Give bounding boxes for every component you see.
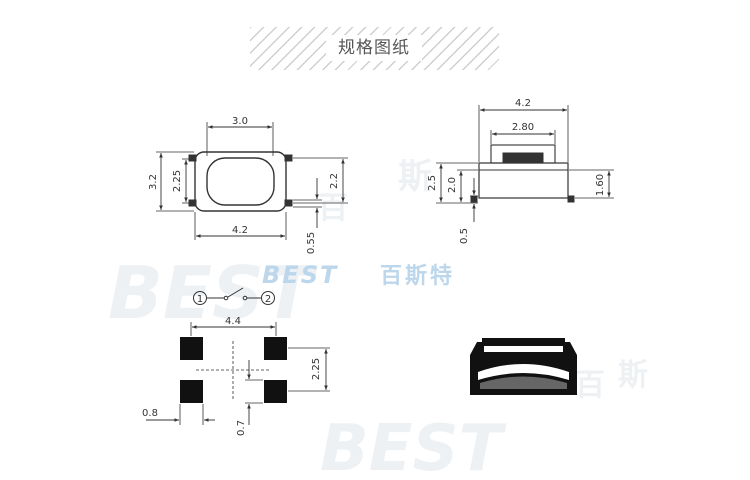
side-view-labels: 4.2 2.80 2.5 2.0 0.5 1.60 xyxy=(427,98,606,244)
dim-label: 4.4 xyxy=(225,316,241,327)
switch-lever xyxy=(227,287,244,298)
pad-bottom-right xyxy=(264,380,287,403)
watermark-cn-char: 斯 xyxy=(618,358,648,393)
component-top-face xyxy=(484,346,563,352)
watermark-big-text-2: BEST xyxy=(320,412,507,480)
dim-label: 3.2 xyxy=(148,174,159,190)
switch-contact xyxy=(223,295,229,301)
top-tab xyxy=(284,199,293,207)
dim-label: 2.25 xyxy=(311,358,322,380)
pin-circle-2 xyxy=(261,291,275,305)
side-lead xyxy=(470,195,478,203)
dim-label: 0.7 xyxy=(236,420,247,436)
side-lead xyxy=(567,195,575,203)
dim-label: 2.5 xyxy=(427,175,438,191)
top-view xyxy=(156,122,348,240)
dim-label: 2.2 xyxy=(329,173,340,189)
dim-label: 4.2 xyxy=(515,98,531,109)
top-actuator-oval xyxy=(206,157,275,206)
schematic-labels: 1 2 xyxy=(197,294,271,305)
footprint xyxy=(146,322,330,425)
watermark-brand: BEST 百斯特 xyxy=(262,261,455,289)
component-3d-view xyxy=(470,338,577,395)
top-tab xyxy=(188,199,197,207)
dim-label: 2.0 xyxy=(447,177,458,193)
footprint-labels: 4.4 2.25 0.8 0.7 xyxy=(142,316,322,436)
dim-label: 1.60 xyxy=(595,174,606,196)
watermark-brand-cn: 百斯特 xyxy=(380,263,455,289)
title-banner: 规格图纸 xyxy=(250,27,499,70)
dim-label: 0.5 xyxy=(459,228,470,244)
watermark-brand-en: BEST xyxy=(262,261,338,289)
top-view-labels: 3.0 3.2 2.25 4.2 2.2 0.55 xyxy=(148,116,340,254)
dim-label: 0.8 xyxy=(142,408,158,419)
component-highlight xyxy=(478,364,569,380)
side-view xyxy=(436,105,614,222)
watermark-cn-char: 百 xyxy=(575,368,605,403)
switch-schematic xyxy=(193,287,275,305)
pin-label-1: 1 xyxy=(197,294,203,305)
pad-bottom-left xyxy=(180,380,203,403)
pin-label-2: 2 xyxy=(265,294,271,305)
dim-label: 2.80 xyxy=(512,122,534,133)
dim-label: 2.25 xyxy=(172,170,183,192)
top-tab xyxy=(284,154,293,162)
watermark-cn-char: 斯 xyxy=(398,157,432,197)
dim-label: 0.55 xyxy=(306,232,317,254)
watermark-cn-char: 百 xyxy=(318,191,348,226)
page-title: 规格图纸 xyxy=(326,35,422,61)
component-shade xyxy=(480,376,567,389)
side-body xyxy=(478,162,569,199)
side-actuator-stem xyxy=(502,152,544,164)
pad-top-right xyxy=(264,337,287,360)
watermark-big-text: BEST xyxy=(108,251,318,335)
dim-label: 3.0 xyxy=(232,116,248,127)
top-tab xyxy=(188,154,197,162)
dim-label: 4.2 xyxy=(232,225,248,236)
pin-circle-1 xyxy=(193,291,207,305)
switch-contact xyxy=(242,295,248,301)
top-body-outline xyxy=(194,151,287,212)
pad-top-left xyxy=(180,337,203,360)
watermark: BEST BEST 百 斯 百 斯 xyxy=(108,157,648,480)
